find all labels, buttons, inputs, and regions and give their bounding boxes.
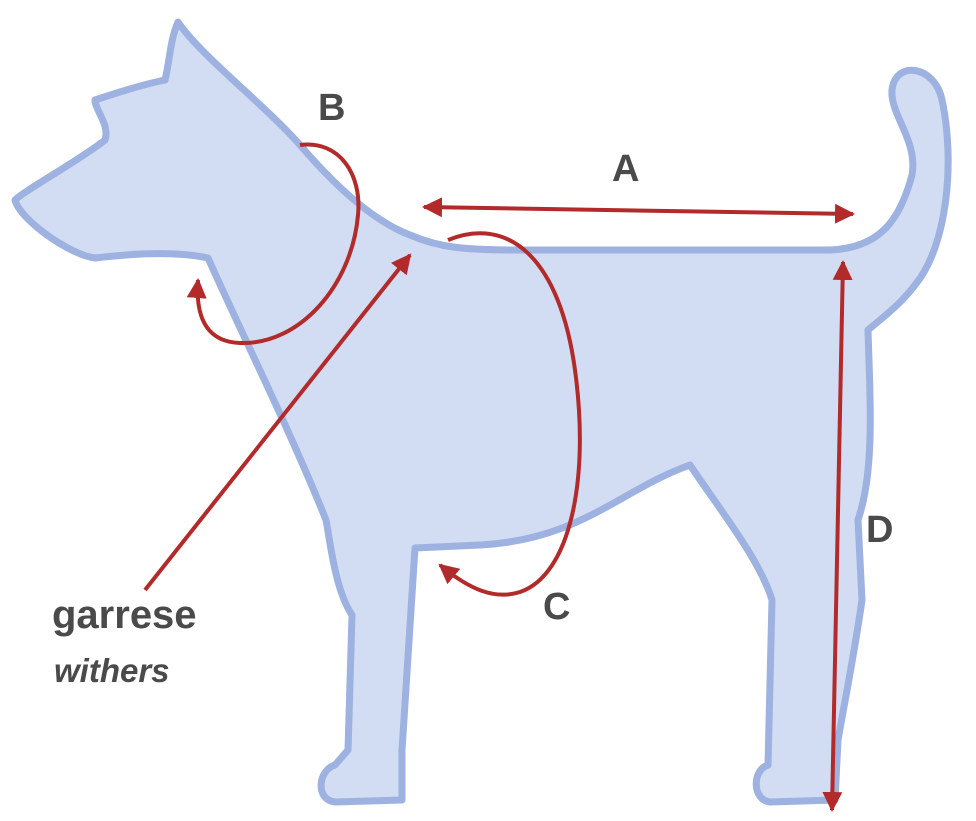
- label-garrese: garrese: [52, 595, 197, 635]
- label-withers: withers: [54, 654, 170, 687]
- label-d: D: [866, 511, 893, 549]
- label-c: C: [543, 588, 570, 626]
- label-b: B: [318, 89, 345, 127]
- arrow-a: [424, 207, 853, 214]
- label-a: A: [612, 150, 639, 188]
